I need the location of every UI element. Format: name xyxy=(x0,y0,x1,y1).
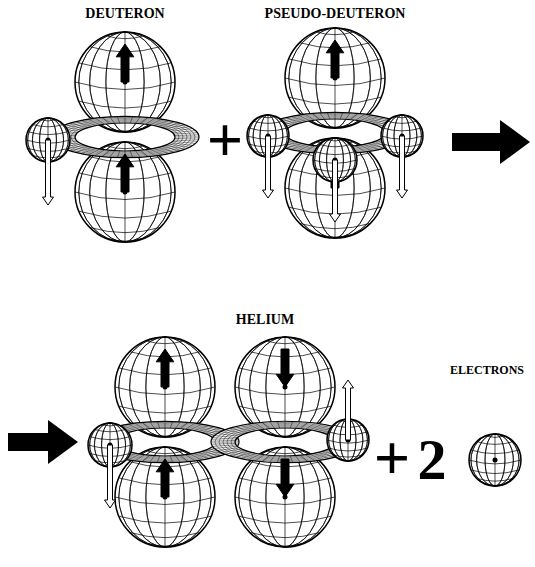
sphere xyxy=(235,337,335,437)
spin-arrow xyxy=(43,140,54,205)
sphere xyxy=(115,337,215,437)
sphere xyxy=(75,142,175,242)
sphere xyxy=(285,28,385,128)
reaction-arrow xyxy=(452,120,530,164)
count-number: 2 xyxy=(418,431,447,489)
spin-arrow xyxy=(105,445,116,508)
title-label: DEUTERON xyxy=(85,7,164,21)
spin-arrow xyxy=(156,349,174,387)
spin-arrow xyxy=(326,40,344,78)
spin-arrow xyxy=(397,136,408,198)
sphere xyxy=(75,32,175,132)
plus-sign: + xyxy=(207,108,243,172)
spin-arrow xyxy=(343,380,354,440)
title-label: HELIUM xyxy=(236,313,294,327)
sphere xyxy=(285,138,385,238)
plus-sign: + xyxy=(374,426,410,490)
spin-arrow xyxy=(276,459,294,497)
title-label: PSEUDO-DEUTERON xyxy=(265,7,406,21)
sphere xyxy=(115,447,215,547)
spin-arrow xyxy=(263,136,274,198)
particle-label: ELECTRONS xyxy=(450,364,524,376)
spin-arrow xyxy=(276,349,294,387)
spin-arrow xyxy=(156,459,174,497)
spin-arrow xyxy=(116,44,134,82)
spin-arrow xyxy=(330,160,341,222)
spin-arrow xyxy=(116,154,134,192)
torus-ring xyxy=(51,116,199,157)
sphere xyxy=(469,434,521,486)
sphere xyxy=(235,447,335,547)
reaction-arrow xyxy=(8,420,78,464)
